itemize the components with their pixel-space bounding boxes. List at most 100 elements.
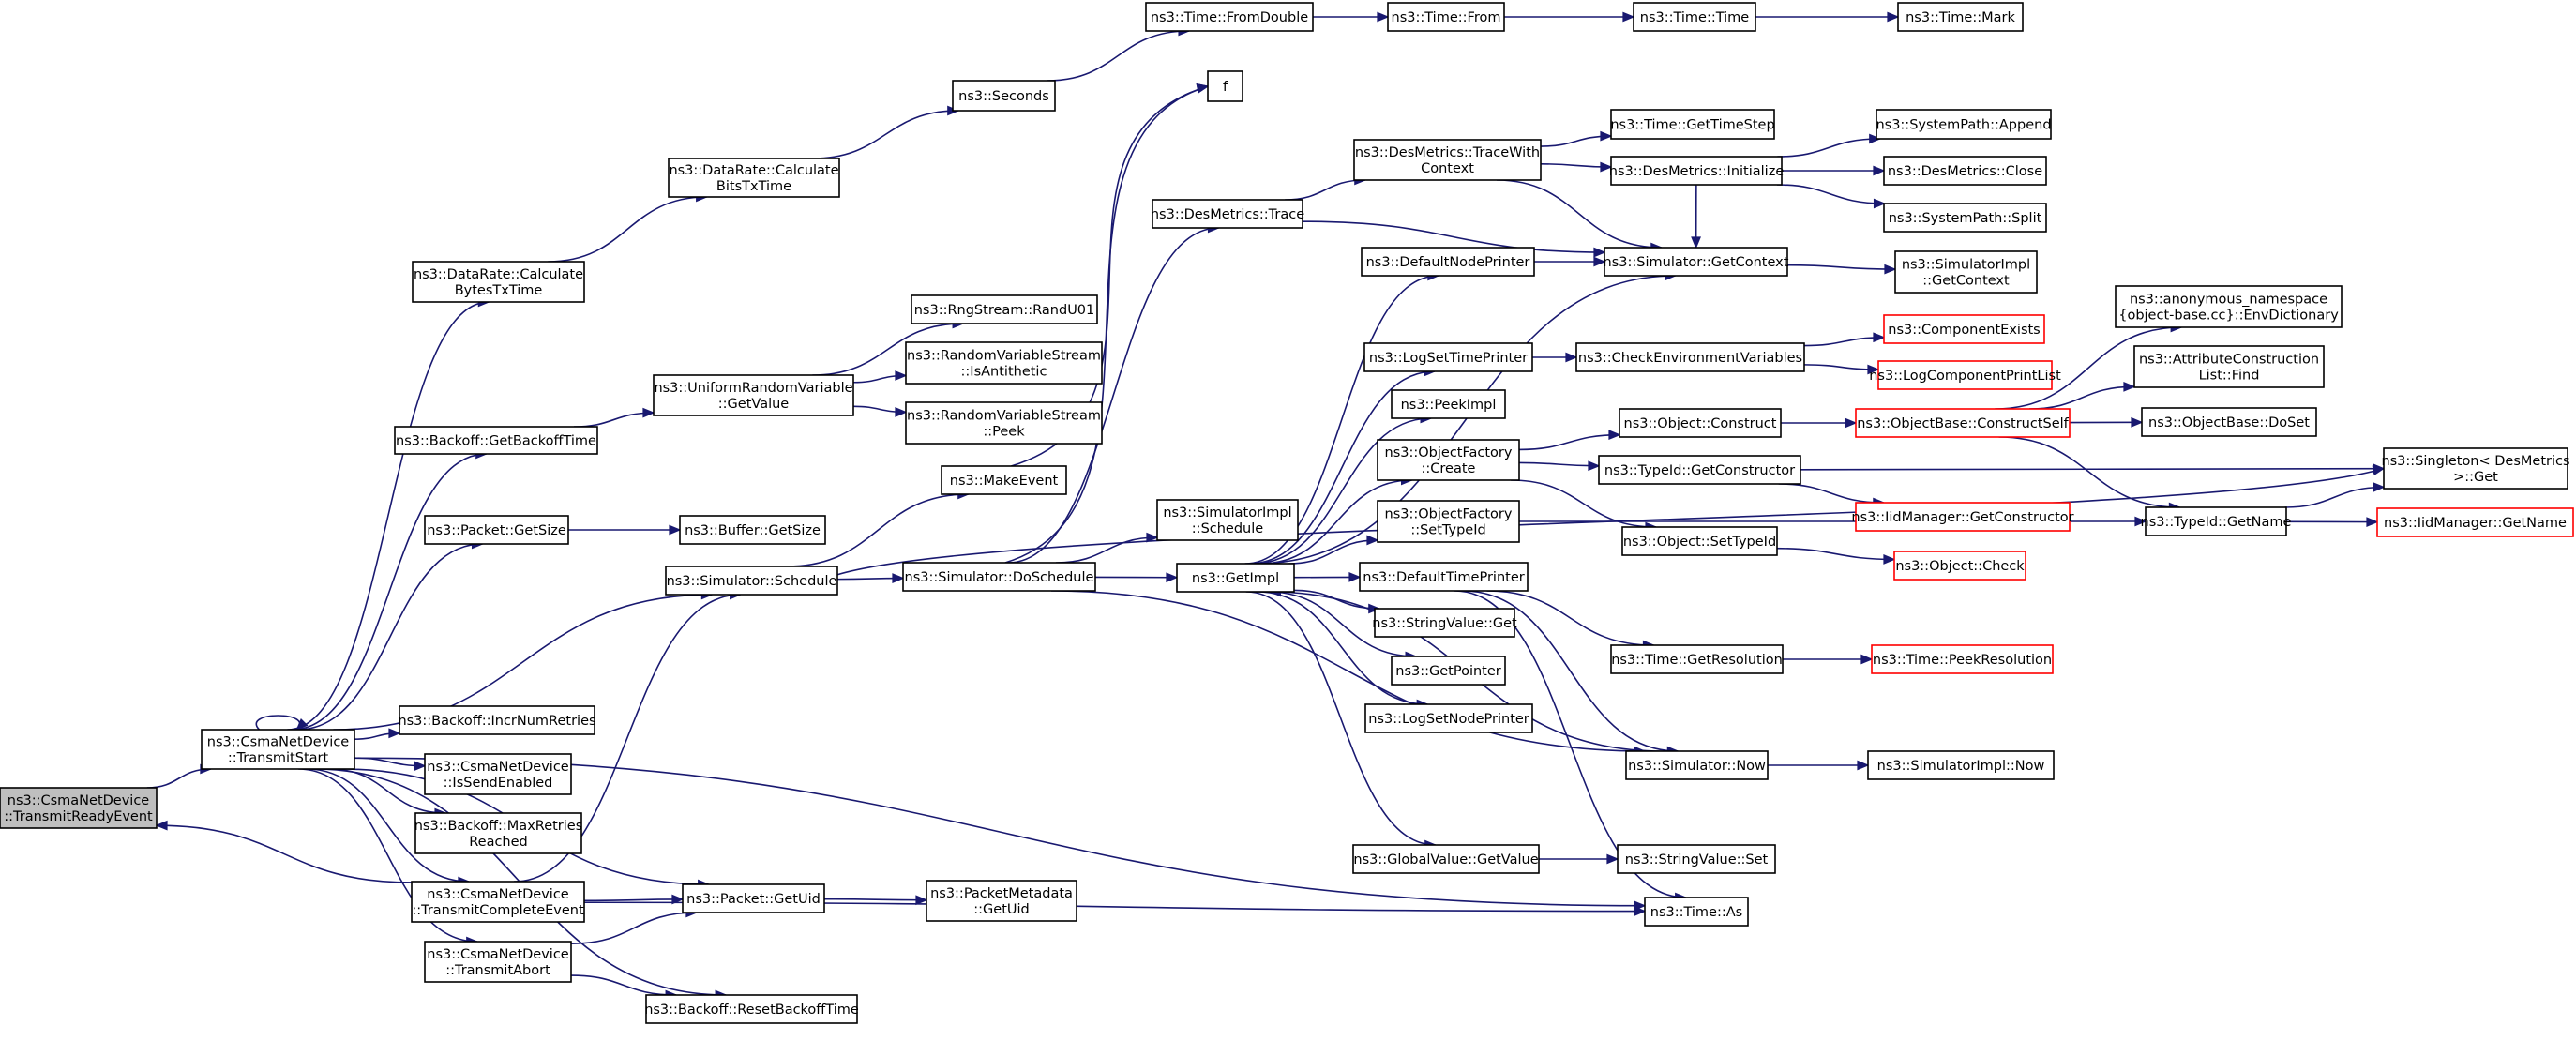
- node-transmit-start[interactable]: ns3::CsmaNetDevice::TransmitStart: [201, 729, 355, 770]
- node-f[interactable]: f: [1207, 70, 1243, 102]
- node-packetmetadata-getuid[interactable]: ns3::PacketMetadata::GetUid: [926, 880, 1077, 922]
- node-env-dictionary[interactable]: ns3::anonymous_namespace{object-base.cc}…: [2115, 285, 2343, 328]
- node-label: ns3::Simulator::GetContext: [1604, 255, 1789, 270]
- node-uniform-getvalue[interactable]: ns3::UniformRandomVariable::GetValue: [653, 374, 854, 416]
- edge-line: [1803, 364, 1879, 370]
- node-iidmanager-getconstructor[interactable]: ns3::IidManager::GetConstructor: [1851, 502, 2074, 532]
- node-is-send-enabled[interactable]: ns3::CsmaNetDevice::IsSendEnabled: [424, 753, 572, 795]
- node-make-event[interactable]: ns3::MakeEvent: [941, 465, 1067, 495]
- node-log-set-time-printer[interactable]: ns3::LogSetTimePrinter: [1363, 342, 1533, 372]
- node-backoff-resetbackofftime[interactable]: ns3::Backoff::ResetBackoffTime: [644, 994, 859, 1024]
- node-typeid-getname[interactable]: ns3::TypeId::GetName: [2141, 506, 2292, 536]
- node-stringvalue-set[interactable]: ns3::StringValue::Set: [1617, 844, 1776, 874]
- node-label: ns3::LogSetNodePrinter: [1368, 712, 1529, 727]
- edge-line: [1995, 326, 2182, 410]
- node-simulatorimpl-schedule[interactable]: ns3::SimulatorImpl::Schedule: [1156, 499, 1299, 541]
- node-box: [2141, 407, 2317, 437]
- node-simulator-schedule[interactable]: ns3::Simulator::Schedule: [665, 566, 838, 596]
- node-time-as[interactable]: ns3::Time::As: [1644, 897, 1749, 927]
- node-singleton-get[interactable]: ns3::Singleton< DesMetrics >::Get: [2381, 447, 2570, 490]
- node-objectbase-constructself[interactable]: ns3::ObjectBase::ConstructSelf: [1855, 408, 2071, 438]
- node-objectfactory-settypeid[interactable]: ns3::ObjectFactory::SetTypeId: [1377, 500, 1520, 543]
- node-label: Reached: [469, 835, 528, 850]
- edge-line: [1786, 264, 1896, 270]
- node-time-fromdouble[interactable]: ns3::Time::FromDouble: [1145, 2, 1314, 32]
- node-component-exists[interactable]: ns3::ComponentExists: [1883, 314, 2045, 344]
- node-root[interactable]: ns3::CsmaNetDevice::TransmitReadyEvent: [0, 787, 158, 829]
- node-time-from[interactable]: ns3::Time::From: [1387, 2, 1505, 32]
- arrowhead-icon: [414, 761, 427, 772]
- node-transmit-abort[interactable]: ns3::CsmaNetDevice::TransmitAbort: [424, 941, 572, 983]
- edge-line: [1454, 590, 1686, 898]
- node-default-time-printer[interactable]: ns3::DefaultTimePrinter: [1359, 562, 1529, 592]
- node-backoff-getbackofftime[interactable]: ns3::Backoff::GetBackoffTime: [394, 426, 598, 455]
- node-box: [1610, 156, 1783, 186]
- node-box: [1621, 526, 1778, 556]
- node-packet-getsize[interactable]: ns3::Packet::GetSize: [424, 515, 569, 545]
- node-desmetrics-initialize[interactable]: ns3::DesMetrics::Initialize: [1609, 156, 1785, 186]
- node-time-mark[interactable]: ns3::Time::Mark: [1897, 2, 2024, 32]
- edge-uniform_getvalue-to-rvs_peek: [852, 405, 908, 417]
- node-box: [0, 787, 158, 829]
- node-packet-getuid[interactable]: ns3::Packet::GetUid: [682, 883, 825, 913]
- node-rvs-peek[interactable]: ns3::RandomVariableStream::Peek: [905, 401, 1103, 445]
- node-rvs-isantithetic[interactable]: ns3::RandomVariableStream::IsAntithetic: [905, 341, 1103, 385]
- node-buffer-getsize[interactable]: ns3::Buffer::GetSize: [679, 515, 826, 545]
- node-stringvalue-get[interactable]: ns3::StringValue::Get: [1372, 608, 1517, 638]
- node-object-check[interactable]: ns3::Object::Check: [1893, 551, 2026, 581]
- node-time-getresolution[interactable]: ns3::Time::GetResolution: [1610, 644, 1784, 674]
- node-peek-impl[interactable]: ns3::PeekImpl: [1391, 389, 1506, 419]
- arrowhead-icon: [2131, 416, 2144, 428]
- edge-line: [1007, 227, 1219, 564]
- node-seconds[interactable]: ns3::Seconds: [952, 80, 1056, 112]
- node-label: ns3::Buffer::GetSize: [685, 523, 821, 538]
- node-desmetrics-trace[interactable]: ns3::DesMetrics::Trace: [1151, 199, 1304, 229]
- node-rng-randu01[interactable]: ns3::RngStream::RandU01: [911, 294, 1098, 324]
- node-transmit-complete-event[interactable]: ns3::CsmaNetDevice::TransmitCompleteEven…: [411, 881, 585, 923]
- node-time-peekresolution[interactable]: ns3::Time::PeekResolution: [1871, 644, 2054, 674]
- edge-line: [354, 757, 1646, 907]
- edge-desmetrics_initialize-to-desmetrics_close: [1782, 165, 1886, 176]
- edge-line: [583, 898, 684, 902]
- node-label: ns3::DesMetrics::Initialize: [1609, 164, 1785, 179]
- node-default-node-printer[interactable]: ns3::DefaultNodePrinter: [1361, 247, 1535, 277]
- node-box: [394, 426, 598, 455]
- node-box: [411, 881, 585, 923]
- node-get-pointer[interactable]: ns3::GetPointer: [1391, 656, 1506, 686]
- node-log-set-node-printer[interactable]: ns3::LogSetNodePrinter: [1364, 703, 1533, 733]
- node-simulatorimpl-getcontext[interactable]: ns3::SimulatorImpl::GetContext: [1894, 250, 2038, 294]
- node-get-impl[interactable]: ns3::GetImpl: [1176, 563, 1295, 593]
- edge-line: [570, 912, 697, 944]
- node-globalvalue-getvalue[interactable]: ns3::GlobalValue::GetValue: [1352, 844, 1540, 874]
- node-label: Context: [1421, 161, 1474, 176]
- node-backoff-incrnumretries[interactable]: ns3::Backoff::IncrNumRetries: [398, 705, 596, 735]
- edge-line: [2284, 486, 2385, 508]
- node-systempath-append[interactable]: ns3::SystemPath::Append: [1876, 109, 2052, 140]
- node-simulatorimpl-now[interactable]: ns3::SimulatorImpl::Now: [1867, 750, 2055, 780]
- node-systempath-split[interactable]: ns3::SystemPath::Split: [1883, 203, 2047, 233]
- edge-typeid_getname-to-singleton_get: [2284, 482, 2386, 508]
- edge-line: [836, 467, 2385, 576]
- node-objectbase-doset[interactable]: ns3::ObjectBase::DoSet: [2141, 407, 2317, 437]
- node-typeid-getconstructor[interactable]: ns3::TypeId::GetConstructor: [1598, 455, 1801, 485]
- arrowhead-icon: [1588, 460, 1601, 472]
- node-object-settypeid[interactable]: ns3::Object::SetTypeId: [1621, 526, 1778, 556]
- node-simulator-getcontext[interactable]: ns3::Simulator::GetContext: [1604, 247, 1789, 277]
- node-check-env-vars[interactable]: ns3::CheckEnvironmentVariables: [1575, 342, 1805, 372]
- node-time-time[interactable]: ns3::Time::Time: [1633, 2, 1756, 32]
- node-log-component-print-list[interactable]: ns3::LogComponentPrintList: [1869, 360, 2061, 390]
- node-objectfactory-create[interactable]: ns3::ObjectFactory::Create: [1377, 439, 1520, 481]
- node-desmetrics-close[interactable]: ns3::DesMetrics::Close: [1883, 156, 2047, 186]
- node-simulator-doschedule[interactable]: ns3::Simulator::DoSchedule: [902, 562, 1096, 592]
- node-simulator-now[interactable]: ns3::Simulator::Now: [1625, 750, 1769, 780]
- node-time-gettimestep[interactable]: ns3::Time::GetTimeStep: [1610, 109, 1775, 140]
- node-iidmanager-getname[interactable]: ns3::IidManager::GetName: [2376, 507, 2574, 537]
- node-box: [399, 705, 595, 735]
- arrowhead-icon: [895, 407, 908, 417]
- node-object-construct[interactable]: ns3::Object::Construct: [1619, 408, 1782, 438]
